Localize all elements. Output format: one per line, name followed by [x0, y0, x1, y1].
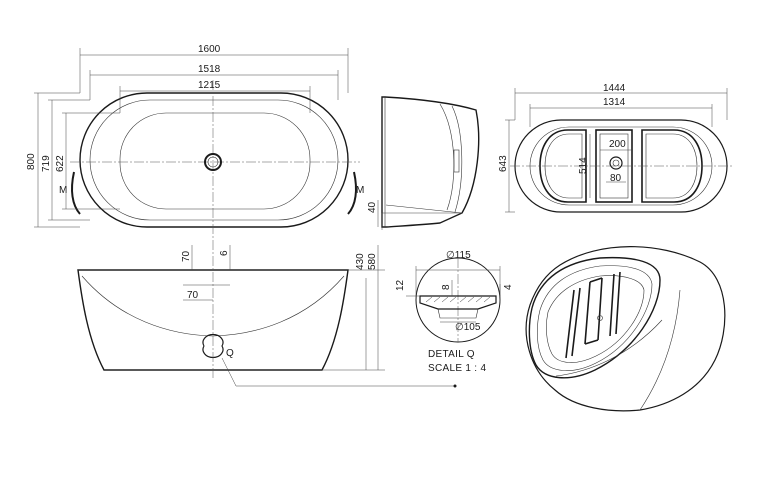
dim-water-depth: 430	[355, 253, 366, 270]
dim-accessory-spacing: 200	[609, 139, 626, 150]
drain-outlet	[204, 153, 222, 171]
dim-overall-width: 1600	[198, 44, 221, 55]
dim-detail-bottom-diameter: ∅105	[455, 322, 481, 333]
dim-overall-depth: 800	[26, 153, 37, 170]
drain-inner	[207, 156, 219, 168]
iso-frame-left	[565, 287, 581, 359]
drain-callout-circle	[202, 333, 224, 359]
iso-rim-outer	[528, 256, 661, 379]
dim-base-height: 40	[367, 201, 378, 213]
dim-total-height: 580	[367, 253, 378, 270]
dim-accessory-inner: 1314	[603, 97, 626, 108]
dim-detail-lip: 4	[503, 284, 514, 290]
dim-detail-top-diameter: ∅115	[446, 250, 471, 261]
detail-title: DETAIL Q	[428, 349, 475, 360]
dim-inner-depth: 622	[55, 155, 66, 172]
dim-offset-b: 6	[219, 250, 230, 256]
dim-detail-step: 8	[441, 284, 452, 290]
dim-detail-flange: 12	[395, 279, 406, 291]
top-view: M M 1600 1518 1215 800 719 622	[26, 44, 365, 238]
dim-accessory-rail: 514	[578, 157, 589, 174]
dim-outer-width: 1518	[198, 64, 221, 75]
iso-bath-body	[525, 246, 726, 412]
dim-accessory-depth: 643	[498, 155, 509, 172]
front-view: Q 70 6 70 430 580	[77, 240, 457, 388]
bath-side-profile	[381, 96, 480, 228]
accessory-drain	[609, 156, 623, 170]
section-mark-left: M	[59, 185, 68, 196]
iso-frame-center	[584, 277, 603, 345]
bath-rim-inner-edge	[89, 99, 339, 221]
section-mark-right: M	[356, 185, 365, 196]
bath-basin-outline	[119, 112, 311, 210]
dim-drain-offset: 70	[187, 290, 199, 301]
section-marker-left	[71, 171, 81, 215]
dim-accessory-outer: 1444	[603, 83, 626, 94]
accessory-top-view: 1444 1314 643 514 200 80	[498, 83, 732, 213]
bath-outer-rim	[79, 92, 349, 228]
detail-leader-line	[221, 357, 455, 387]
dim-offset-a: 70	[181, 250, 192, 262]
detail-q: ∅115 12 8 4 ∅105 DETAIL Q SCALE 1 : 4	[395, 250, 514, 374]
dim-inner-width: 1215	[198, 80, 221, 91]
iso-frame-right	[609, 271, 621, 337]
isometric-view	[525, 246, 726, 412]
side-view: 40	[367, 96, 480, 230]
dim-outer-depth: 719	[41, 155, 52, 172]
dim-accessory-slot: 80	[610, 173, 622, 184]
section-marker-right	[347, 171, 357, 215]
detail-scale: SCALE 1 : 4	[428, 363, 486, 374]
detail-callout-label: Q	[226, 348, 234, 359]
